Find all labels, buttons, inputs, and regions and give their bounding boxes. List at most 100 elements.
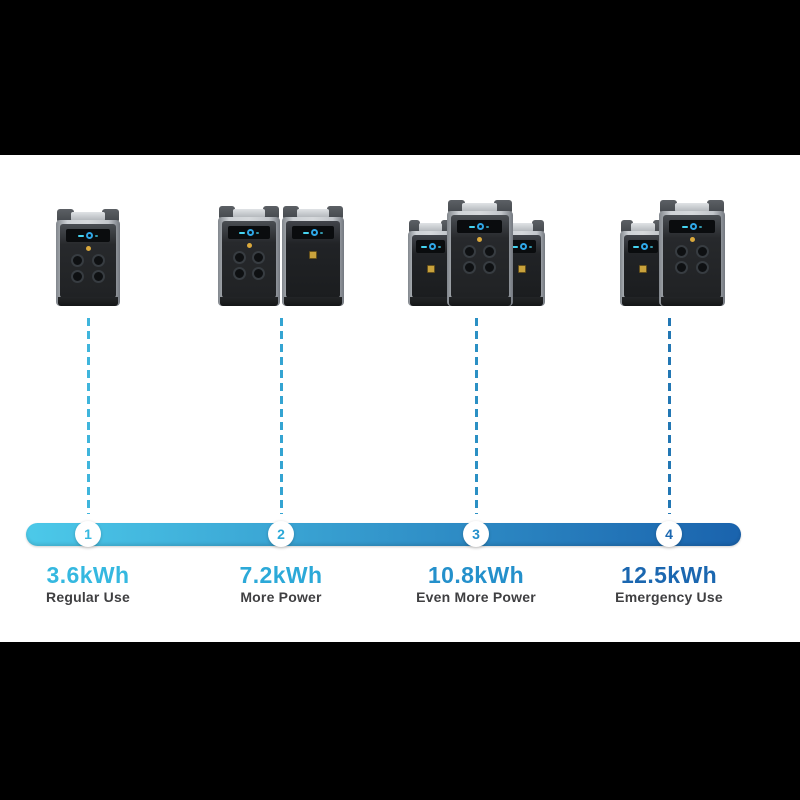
base <box>284 297 342 306</box>
step-column-1: 1 3.6kWh Regular Use <box>0 155 185 642</box>
connector-port <box>426 265 435 273</box>
handle-icon <box>283 206 300 218</box>
product-delta-pro <box>446 200 513 306</box>
step-column-3: 3 10.8kWh Even More Power <box>379 155 573 642</box>
display-screen <box>506 240 537 253</box>
front-panel <box>663 215 721 298</box>
outlet-icon <box>252 251 266 264</box>
step-number-badge: 4 <box>656 521 682 547</box>
step-number: 2 <box>277 526 285 542</box>
step-number: 1 <box>84 526 92 542</box>
front-panel <box>286 221 340 298</box>
connector-port <box>639 265 647 273</box>
base <box>500 297 543 306</box>
front-panel <box>624 235 662 298</box>
outlet-icon <box>91 254 105 267</box>
front-panel <box>411 235 450 298</box>
base <box>448 297 511 306</box>
handle-icon <box>102 209 119 221</box>
step-number: 4 <box>665 526 673 542</box>
product-extra-battery <box>407 220 454 306</box>
display-screen <box>456 220 503 233</box>
handle-icon <box>326 206 343 218</box>
handle-icon <box>621 220 633 232</box>
product-extra-battery <box>282 206 344 306</box>
handle-icon <box>219 206 236 218</box>
battery-ring-icon <box>310 229 318 236</box>
outlet-icon <box>232 267 246 280</box>
product-group <box>184 206 378 306</box>
handle-icon <box>660 200 678 212</box>
product-group <box>572 200 766 306</box>
capacity-label: 7.2kWh <box>239 562 323 588</box>
progress-bar <box>26 523 741 546</box>
capacity-label: 3.6kWh <box>46 562 130 588</box>
base <box>622 297 664 306</box>
top-lid <box>232 209 266 218</box>
outlet-icon <box>71 270 85 283</box>
product-delta-pro <box>218 206 280 306</box>
battery-ring-icon <box>641 243 648 250</box>
battery-ring-icon <box>477 223 485 230</box>
use-case-label: More Power <box>240 589 322 605</box>
power-led <box>477 237 482 242</box>
top-lid <box>674 203 710 212</box>
top-lid <box>296 209 330 218</box>
connector-dashed-line <box>667 318 671 514</box>
top-lid <box>71 212 105 221</box>
display-screen <box>628 240 658 253</box>
base <box>58 297 118 306</box>
ac-outlets <box>671 245 713 274</box>
outlet-icon <box>695 245 709 258</box>
display-screen <box>291 226 335 239</box>
battery-ring-icon <box>689 223 697 230</box>
handle-icon <box>706 200 724 212</box>
battery-ring-icon <box>519 243 527 250</box>
outlet-icon <box>483 245 497 258</box>
display-screen <box>669 220 715 233</box>
top-lid <box>631 223 655 232</box>
product-delta-pro <box>659 200 725 306</box>
outlet-icon <box>71 254 85 267</box>
step-column-2: 2 7.2kWh More Power <box>184 155 378 642</box>
connector-dashed-line <box>86 318 90 514</box>
base <box>661 297 723 306</box>
top-lid <box>462 203 497 212</box>
step-number-badge: 2 <box>268 521 294 547</box>
top-lid <box>418 223 443 232</box>
power-led <box>689 237 695 242</box>
product-group <box>0 209 185 306</box>
battery-ring-icon <box>85 232 93 239</box>
outlet-icon <box>462 245 476 258</box>
connector-port <box>309 251 317 259</box>
outlet-icon <box>462 261 476 274</box>
ac-outlets <box>459 245 501 274</box>
top-lid <box>509 223 534 232</box>
base <box>220 297 278 306</box>
handle-icon <box>494 200 512 212</box>
step-column-4: 4 12.5kWh Emergency Use <box>572 155 766 642</box>
power-led <box>85 246 91 251</box>
handle-icon <box>262 206 279 218</box>
outlet-icon <box>675 261 689 274</box>
display-screen <box>66 229 110 242</box>
capacity-label: 10.8kWh <box>427 562 525 588</box>
display-screen <box>415 240 446 253</box>
capacity-label: 12.5kWh <box>620 562 718 588</box>
power-led <box>246 243 252 248</box>
outlet-icon <box>675 245 689 258</box>
connector-dashed-line <box>279 318 283 514</box>
step-number: 3 <box>472 526 480 542</box>
battery-ring-icon <box>246 229 254 236</box>
display-screen <box>227 226 271 239</box>
handle-icon <box>447 200 465 212</box>
handle-icon <box>57 209 74 221</box>
use-case-label: Emergency Use <box>615 589 723 605</box>
use-case-label: Regular Use <box>46 589 130 605</box>
outlet-icon <box>232 251 246 264</box>
step-number-badge: 3 <box>463 521 489 547</box>
outlet-icon <box>483 261 497 274</box>
front-panel <box>60 224 116 298</box>
outlet-icon <box>91 270 105 283</box>
step-number-badge: 1 <box>75 521 101 547</box>
